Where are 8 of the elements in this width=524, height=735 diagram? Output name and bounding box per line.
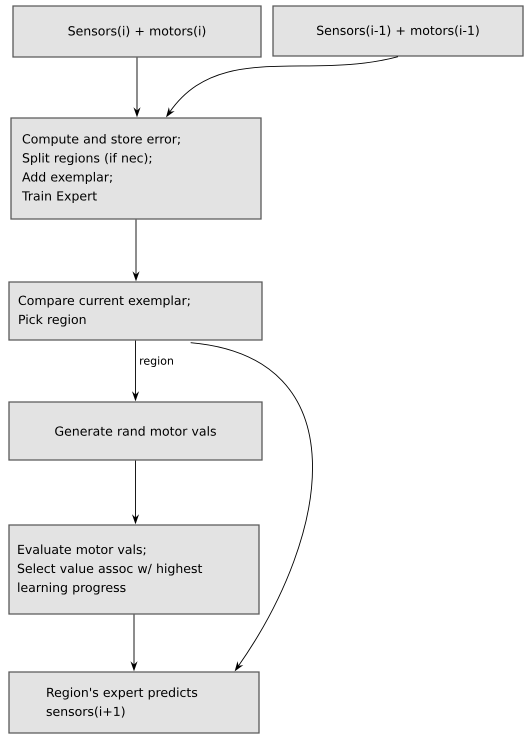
process-box: Compute and store error; Split regions (if nec); Add exemplar; Train Expert xyxy=(10,117,262,220)
process-box: Generate rand motor vals xyxy=(8,401,263,461)
process-box: Region's expert predicts sensors(i+1) xyxy=(8,671,260,734)
process-box: Sensors(i) + motors(i) xyxy=(12,5,262,58)
process-box: Compare current exemplar; Pick region xyxy=(8,281,263,341)
process-box: Sensors(i-1) + motors(i-1) xyxy=(272,5,524,57)
process-box: Evaluate motor vals; Select value assoc w/ highest learning progress xyxy=(8,524,260,615)
edge-label: region xyxy=(138,355,175,368)
